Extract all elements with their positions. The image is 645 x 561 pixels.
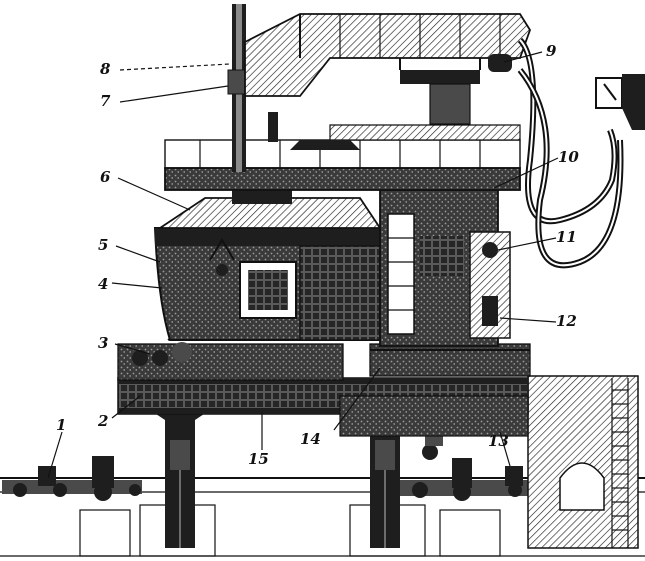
hood xyxy=(157,190,382,229)
callout-labels: 1 2 3 4 5 6 7 8 9 10 11 12 13 14 15 xyxy=(56,42,579,468)
callout-5: 5 xyxy=(98,236,108,254)
callout-12: 12 xyxy=(556,312,577,330)
callout-9: 9 xyxy=(546,42,557,60)
callout-3: 3 xyxy=(98,334,108,352)
callout-8: 8 xyxy=(100,60,111,78)
main-girder xyxy=(117,377,529,437)
side-building xyxy=(527,375,639,549)
right-rail-bogies xyxy=(400,458,565,501)
callout-7: 7 xyxy=(100,92,111,110)
upper-deck xyxy=(117,332,531,381)
left-support-column xyxy=(150,410,210,548)
leader-lines xyxy=(47,51,559,479)
callout-14: 14 xyxy=(300,430,321,448)
cable-bracket xyxy=(595,74,645,130)
callout-11: 11 xyxy=(556,228,577,246)
callout-4: 4 xyxy=(98,275,108,293)
ladder xyxy=(611,378,629,548)
working-platform xyxy=(164,124,521,191)
ladle-vessel xyxy=(153,227,381,341)
hanging-cables xyxy=(517,37,624,269)
left-rail-bogies xyxy=(2,456,142,501)
callout-15: 15 xyxy=(248,450,269,468)
callout-2: 2 xyxy=(97,412,108,430)
callout-1: 1 xyxy=(56,416,66,434)
callout-10: 10 xyxy=(558,148,579,166)
upper-boom xyxy=(244,13,531,125)
callout-13: 13 xyxy=(488,432,509,450)
tower xyxy=(379,189,511,347)
callout-6: 6 xyxy=(100,168,111,186)
right-support-column xyxy=(355,410,415,548)
